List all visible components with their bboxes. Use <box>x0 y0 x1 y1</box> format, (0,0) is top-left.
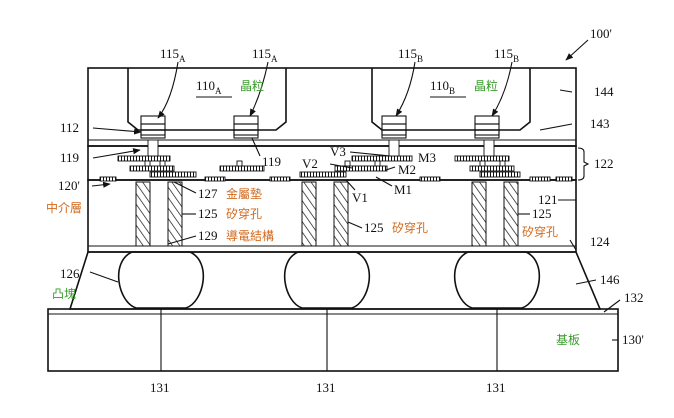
bottom-molding <box>68 251 602 310</box>
leader-lines <box>89 39 621 341</box>
label-125-a-cn: 矽穿孔 <box>226 206 262 221</box>
label-die-a-cn: 晶粒 <box>240 78 264 93</box>
label-125-a: 125 <box>198 206 218 221</box>
label-112: 112 <box>60 120 79 135</box>
label-115b-1: 115B <box>398 46 423 64</box>
label-122: 122 <box>594 156 614 171</box>
label-121: 121 <box>538 192 558 207</box>
label-127: 127 <box>198 186 218 201</box>
label-131-a: 131 <box>150 380 170 395</box>
label-die-b: 110B <box>430 78 455 96</box>
label-120: 120' <box>58 178 80 193</box>
die-a <box>127 68 287 131</box>
label-bump-cn: 凸塊 <box>52 286 76 301</box>
tsvs <box>135 181 519 247</box>
label-129: 129 <box>198 228 218 243</box>
label-125-c: 125 <box>532 206 552 221</box>
label-v2: V2 <box>302 156 318 171</box>
micro-bumps <box>140 115 500 139</box>
label-m3: M3 <box>418 150 436 165</box>
label-125-b: 125 <box>364 220 384 235</box>
label-119-mid: 119 <box>262 154 281 169</box>
label-144: 144 <box>594 84 614 99</box>
label-119-left: 119 <box>60 150 79 165</box>
label-substrate-cn: 基板 <box>556 333 580 347</box>
substrate-vias <box>160 309 498 371</box>
label-die-a: 110A <box>196 78 222 96</box>
die-b <box>371 68 531 131</box>
interposer-body <box>87 179 577 253</box>
label-131-b: 131 <box>316 380 336 395</box>
label-130: 130' <box>622 332 644 347</box>
label-115b-2: 115B <box>494 46 519 64</box>
label-v3: V3 <box>330 144 346 159</box>
label-124: 124 <box>590 234 610 249</box>
label-die-b-cn: 晶粒 <box>474 78 498 93</box>
label-125-b-cn: 矽穿孔 <box>392 220 428 235</box>
label-interposer-cn: 中介層 <box>46 200 82 215</box>
label-132: 132 <box>624 290 644 305</box>
label-143: 143 <box>590 116 610 131</box>
label-127-cn: 金屬墊 <box>226 186 262 201</box>
label-v1: V1 <box>352 190 368 205</box>
top-molding <box>87 67 577 147</box>
label-125-c-cn: 矽穿孔 <box>522 224 558 239</box>
label-115a-1: 115A <box>160 46 186 64</box>
label-129-cn: 導電結構 <box>226 229 274 243</box>
label-131-c: 131 <box>486 380 506 395</box>
solder-bumps <box>117 251 541 309</box>
label-m1: M1 <box>394 182 412 197</box>
rdl-traces <box>99 155 573 182</box>
label-146: 146 <box>600 272 620 287</box>
label-115a-2: 115A <box>252 46 278 64</box>
label-126: 126 <box>60 266 80 281</box>
substrate-block <box>47 308 619 372</box>
rdl-vias <box>144 139 506 167</box>
label-m2: M2 <box>398 162 416 177</box>
figure-id: 100' <box>590 26 612 41</box>
